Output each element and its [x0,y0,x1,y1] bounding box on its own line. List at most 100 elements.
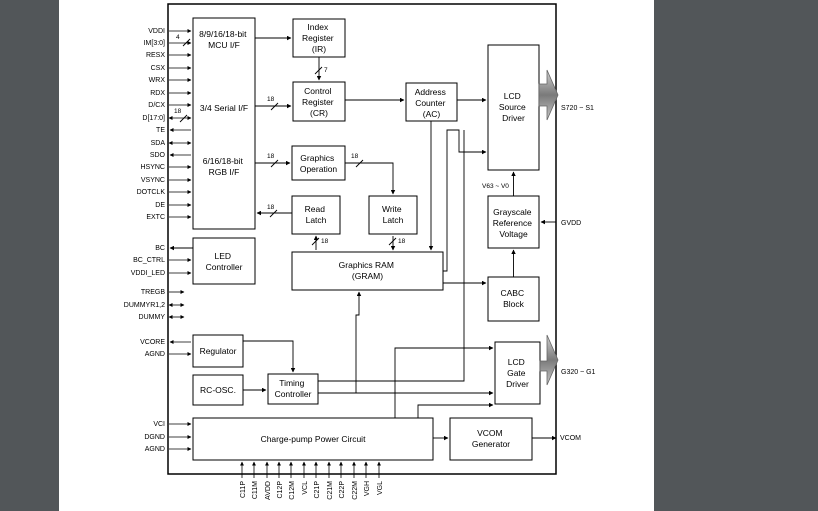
svg-text:C11P: C11P [240,481,247,498]
regulator-block: Regulator [192,334,244,368]
pin-wrx: WRX [149,77,192,84]
svg-text:Control Register (: Control Register (CR) [302,86,336,118]
svg-text:VCI: VCI [153,421,165,428]
rc-oscillator-block: RC-OSC. [192,374,244,406]
svg-text:Read Latch: Read Latch [305,204,328,225]
svg-text:EXTC: EXTC [146,214,165,221]
pin-vcore: VCORE [140,339,191,346]
svg-text:DOTCLK: DOTCLK [137,189,166,196]
svg-text:VGL: VGL [377,481,384,495]
svg-text:4: 4 [176,34,180,41]
svg-text:18: 18 [267,96,275,103]
pin-dotclk: DOTCLK [137,189,192,196]
svg-text:18: 18 [321,238,329,245]
svg-text:VSYNC: VSYNC [141,177,165,184]
pin-dcx: D/CX [148,102,192,109]
svg-text:Graphics RAM (GRAM): Graphics RAM (GRAM) [339,260,397,281]
pin-de: DE [155,202,192,209]
svg-text:D/CX: D/CX [148,102,165,109]
svg-text:RESX: RESX [146,52,165,59]
pin-bc-ctrl: BC_CTRL [133,257,192,264]
control-register-block: Control Register (CR) [292,81,346,122]
svg-text:Grayscale Reference: Grayscale Reference Voltage [493,207,535,239]
charge-pump-block: Charge-pump Power Circuit [192,417,434,461]
internal-wiring [169,35,557,441]
pin-tregb: TREGB [141,289,185,296]
svg-text:WRX: WRX [149,77,166,84]
pin-vddi-led: VDDI_LED [131,270,192,277]
svg-text:Index Register (IR: Index Register (IR) [302,22,336,54]
svg-text:VCL: VCL [302,481,309,495]
svg-text:C12M: C12M [289,481,296,500]
pin-vcl: VCL [302,461,309,495]
svg-text:SDA: SDA [151,140,166,147]
svg-text:VCORE: VCORE [140,339,165,346]
pin-source-outputs: S720 ~ S1 [561,105,594,112]
svg-text:VCOM Generator: VCOM Generator [472,428,510,449]
svg-text:RDX: RDX [150,90,165,97]
pin-vsync: VSYNC [141,177,192,184]
svg-text:D[17:0]: D[17:0] [142,115,165,122]
pin-c22p: C22P [339,461,346,499]
serial-if-label: 3/4 Serial I/F [200,103,248,113]
pin-c11m: C11M [252,461,259,499]
pin-rdx: RDX [150,90,192,97]
gate-driver-block: LCD Gate Driver [494,341,541,405]
pin-vgh: VGH [364,461,371,496]
index-register-block: Index Register (IR) [292,18,346,58]
svg-text:C22M: C22M [352,481,359,500]
pin-gvdd: GVDD [561,220,581,227]
address-counter-block: Address Counter (AC) [405,82,458,122]
interface-block: 8/9/16/18-bit MCU I/F 3/4 Serial I/F 6/1… [192,17,256,230]
pin-te: TE [156,127,191,134]
svg-text:Address Counter (A: Address Counter (AC) [415,87,449,119]
block-diagram: 8/9/16/18-bit MCU I/F 3/4 Serial I/F 6/1… [124,3,596,500]
svg-text:AGND: AGND [145,446,165,453]
svg-text:VDDI_LED: VDDI_LED [131,270,165,277]
svg-text:18: 18 [267,204,275,211]
svg-text:DGND: DGND [144,434,165,441]
led-controller-block: LED Controller [192,237,256,285]
svg-text:V63 ~ V0: V63 ~ V0 [482,183,509,190]
svg-text:LCD Source Driver: LCD Source Driver [499,91,528,123]
pin-dummyr: DUMMYR1,2 [124,302,185,309]
svg-text:DUMMYR1,2: DUMMYR1,2 [124,302,165,309]
svg-text:Charge-pump Power Circuit: Charge-pump Power Circuit [261,434,367,444]
timing-controller-block: Timing Controller [267,373,319,405]
svg-text:C22P: C22P [339,481,346,499]
gate-output-arrow [539,334,559,386]
pin-extc: EXTC [146,214,192,221]
svg-text:7: 7 [324,67,328,74]
pin-gate-outputs: G320 ~ G1 [561,369,596,376]
svg-text:DUMMY: DUMMY [139,314,166,321]
svg-text:C21P: C21P [314,481,321,499]
svg-text:18: 18 [174,108,182,115]
source-driver-block: LCD Source Driver [487,44,540,171]
bottom-pin-signals: C11P C11M AVDD C12P C12M VCL C21P C21M C… [240,461,384,500]
svg-text:Regulator: Regulator [200,346,237,356]
svg-text:TE: TE [156,127,165,134]
pin-vci: VCI [153,421,192,428]
right-pin-signals: S720 ~ S1 GVDD G320 ~ G1 VCOM [560,105,596,442]
rgb-if-label: 6/16/18-bit RGB I/F [203,156,246,177]
bus-labels: 4 18 7 18 18 18 18 18 18 V63 ~ V0 [174,34,509,245]
svg-text:Write Latch: Write Latch [382,204,404,225]
svg-text:LCD Gate Driver: LCD Gate Driver [506,357,529,389]
write-latch-block: Write Latch [368,195,418,235]
pin-c22m: C22M [352,461,359,500]
pin-c12p: C12P [277,461,284,499]
bus-slashes [179,38,397,246]
svg-text:Timing Controller: Timing Controller [275,378,312,399]
grayscale-reference-block: Grayscale Reference Voltage [487,195,540,249]
svg-text:HSYNC: HSYNC [140,164,165,171]
pin-c21m: C21M [327,461,334,500]
left-pin-signals: VDDI IM[3:0] RESX CSX WRX RDX D/CX D[17:… [124,28,192,453]
svg-text:CABC Block: CABC Block [501,288,527,309]
pin-hsync: HSYNC [140,164,192,171]
svg-text:DE: DE [155,202,165,209]
svg-text:SDO: SDO [150,152,166,159]
gram-block: Graphics RAM (GRAM) [291,251,444,291]
source-output-arrow [538,69,559,121]
pin-resx: RESX [146,52,192,59]
pin-c12m: C12M [289,461,296,500]
